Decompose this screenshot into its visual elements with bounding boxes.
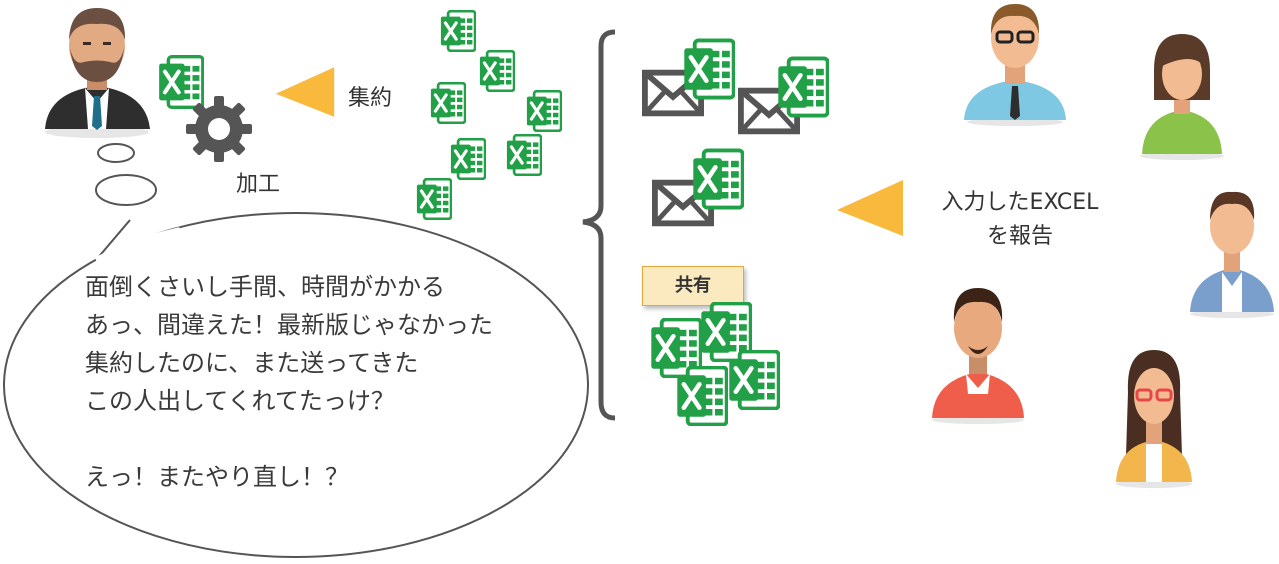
manager-avatar bbox=[40, 4, 155, 139]
excel-file-icon bbox=[526, 90, 562, 132]
excel-file-icon bbox=[728, 350, 780, 410]
excel-file-icon bbox=[777, 56, 829, 118]
excel-file-icon bbox=[676, 366, 728, 426]
thought-line: この人出してくれてたっけ？ bbox=[85, 387, 395, 415]
thought-line: 面倒くさいし手間、時間がかかる bbox=[85, 273, 445, 301]
person-avatar bbox=[1190, 191, 1274, 318]
thought-line: 集約したのに、また送ってきた bbox=[85, 349, 419, 377]
excel-file-icon bbox=[416, 178, 452, 220]
report-label-line: を報告 bbox=[986, 224, 1053, 249]
person-avatar bbox=[932, 288, 1024, 424]
excel-file-icon bbox=[692, 148, 744, 210]
triangle-arrow-icon bbox=[835, 178, 905, 238]
report-label-line: 入力したEXCEL bbox=[941, 190, 1099, 215]
aggregate-label: 集約 bbox=[348, 86, 393, 111]
thought-line: えっ！またやり直し！？ bbox=[85, 463, 349, 491]
grouping-brace bbox=[582, 29, 616, 421]
excel-file-icon bbox=[683, 38, 735, 100]
thought-line: あっ、間違えた！最新版じゃなかった bbox=[85, 311, 493, 339]
report-label: 入力したEXCEL を報告 bbox=[920, 186, 1120, 254]
share-tag: 共有 bbox=[642, 266, 744, 306]
excel-file-icon bbox=[479, 50, 515, 92]
gear-icon bbox=[186, 96, 252, 162]
excel-file-icon bbox=[440, 10, 476, 52]
thought-text: 面倒くさいし手間、時間がかかる あっ、間違えた！最新版じゃなかった 集約したのに… bbox=[85, 268, 493, 496]
thought-line bbox=[85, 420, 493, 458]
person-avatar bbox=[1116, 350, 1192, 488]
excel-file-icon bbox=[506, 134, 542, 176]
person-avatar bbox=[964, 4, 1066, 126]
thought-bubble bbox=[3, 143, 589, 558]
triangle-arrow-icon bbox=[274, 62, 336, 122]
process-label: 加工 bbox=[236, 172, 281, 197]
excel-file-icon bbox=[450, 138, 486, 180]
excel-file-icon bbox=[430, 82, 466, 124]
person-avatar bbox=[1140, 34, 1224, 160]
